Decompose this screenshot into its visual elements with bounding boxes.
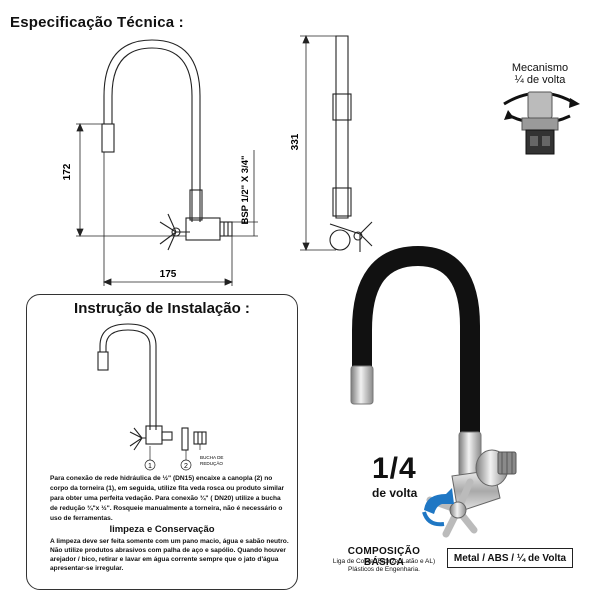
composition-title: COMPOSIÇÃO BÁSICA — [347, 546, 421, 568]
bucha-label-2: REDUÇÃO — [200, 460, 223, 466]
thread-connector — [219, 221, 233, 237]
dim-total-331: 331 — [290, 133, 301, 150]
black-flexible-spout — [352, 245, 480, 436]
rotation-arrow-icon — [424, 488, 454, 514]
side-spout-outline — [335, 35, 349, 219]
spout-tip — [101, 123, 115, 153]
dim-thread: BSP 1/2" X 3/4" — [240, 155, 251, 224]
install-spout-outer — [99, 323, 157, 430]
canopy-part — [181, 427, 189, 451]
callout-1: 1 — [148, 463, 152, 470]
installation-text: Para conexão de rede hidráulica de ½" (D… — [50, 475, 285, 522]
cross-handle — [159, 213, 190, 251]
install-spout-tip — [97, 351, 109, 371]
dim-height-172: 172 — [62, 163, 73, 180]
spout-inner-outline — [111, 47, 193, 222]
side-collar-top — [332, 93, 352, 121]
install-spout-inner — [105, 329, 151, 430]
mechanism-label-line1: Mecanismo — [511, 62, 569, 74]
spout-outer-outline — [103, 39, 201, 222]
spout-nozzle — [350, 365, 374, 405]
maintenance-text: A limpeza deve ser feita somente com um … — [50, 538, 289, 572]
callout-2: 2 — [184, 463, 188, 470]
mechanism-label: Mecanismo ¼ de volta — [490, 62, 590, 86]
spout-collar — [189, 189, 203, 221]
cross-handle-chrome — [426, 478, 478, 538]
dim-width-175: 175 — [160, 269, 177, 280]
composition-line2: Plásticos de Engenharia. — [348, 566, 420, 573]
de-volta-label: de volta — [372, 486, 418, 500]
side-collar-bottom — [332, 187, 352, 217]
install-handle — [129, 427, 146, 451]
maintenance-title: limpeza e Conservação — [109, 524, 215, 535]
composition-line1: Liga de Cobre (Bronze, Latão e AL) — [332, 558, 436, 565]
installation-title: Instrução de Instalação : — [74, 300, 250, 317]
cartridge-icon — [503, 91, 580, 155]
quarter-turn-label: 1/4 — [372, 452, 417, 485]
installation-panel — [26, 294, 298, 590]
bucha-label-1: BUCHA DE — [200, 455, 223, 460]
spec-title: Especificação Técnica : — [10, 14, 184, 31]
side-canopy — [329, 229, 351, 251]
mechanism-label-line2: ¼ de volta — [514, 74, 566, 86]
material-badge: Metal / ABS / ¼ de Volta — [447, 548, 573, 568]
